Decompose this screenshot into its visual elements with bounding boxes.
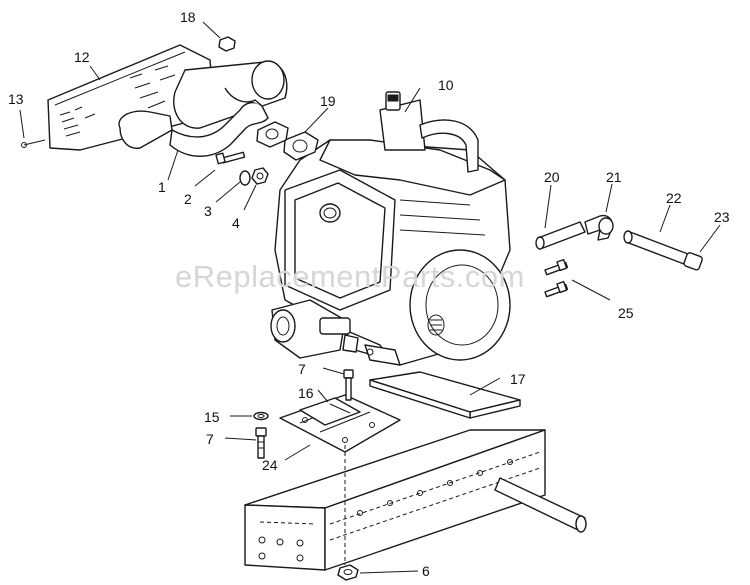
- callout-2: 2: [184, 191, 192, 207]
- callout-22: 22: [666, 190, 682, 206]
- callout-4: 4: [232, 215, 240, 231]
- exhaust-gasket: [283, 131, 319, 161]
- shroud-bolts: [544, 258, 569, 298]
- bolt-lower: [255, 427, 267, 459]
- callout-17: 17: [510, 371, 526, 387]
- spacer-plate: [299, 397, 361, 426]
- exhaust-screw: [215, 151, 246, 165]
- exhaust-pipe: [169, 87, 269, 157]
- drain-cap: [683, 252, 703, 271]
- starter-motor: [270, 299, 359, 359]
- callout-3: 3: [204, 203, 212, 219]
- callout-21: 21: [606, 169, 622, 185]
- callout-20: 20: [544, 169, 560, 185]
- callout-7-lower: 7: [206, 431, 214, 447]
- callout-10: 10: [438, 77, 454, 93]
- bolt-upper: [343, 369, 354, 401]
- muffler-nut: [218, 36, 236, 52]
- callout-25: 25: [618, 305, 634, 321]
- callout-12: 12: [74, 49, 90, 65]
- mount-bracket: [369, 371, 521, 419]
- drain-pipe: [623, 230, 689, 265]
- callout-7-upper: 7: [298, 361, 306, 377]
- hex-nut: [337, 564, 359, 581]
- exhaust-nut: [251, 167, 269, 185]
- callout-6: 6: [422, 563, 430, 579]
- callout-13: 13: [8, 91, 24, 107]
- muffler-screw: [21, 139, 46, 148]
- leader-lines: [19, 21, 721, 574]
- engine-assembly: [274, 91, 511, 366]
- callout-19: 19: [320, 93, 336, 109]
- drain-elbow: [584, 214, 614, 241]
- callout-15: 15: [204, 409, 220, 425]
- callout-24: 24: [262, 457, 278, 473]
- watermark-text: eReplacementParts.com: [175, 259, 525, 294]
- lock-washer: [253, 411, 269, 421]
- frame-rail: [244, 429, 546, 571]
- callout-18: 18: [180, 9, 196, 25]
- callout-23: 23: [714, 209, 730, 225]
- exhaust-flange: [256, 121, 289, 148]
- callout-1: 1: [158, 179, 166, 195]
- exhaust-washer: [239, 170, 251, 186]
- axle-tube: [494, 477, 587, 533]
- callout-16: 16: [298, 385, 314, 401]
- drain-nipple: [535, 221, 586, 250]
